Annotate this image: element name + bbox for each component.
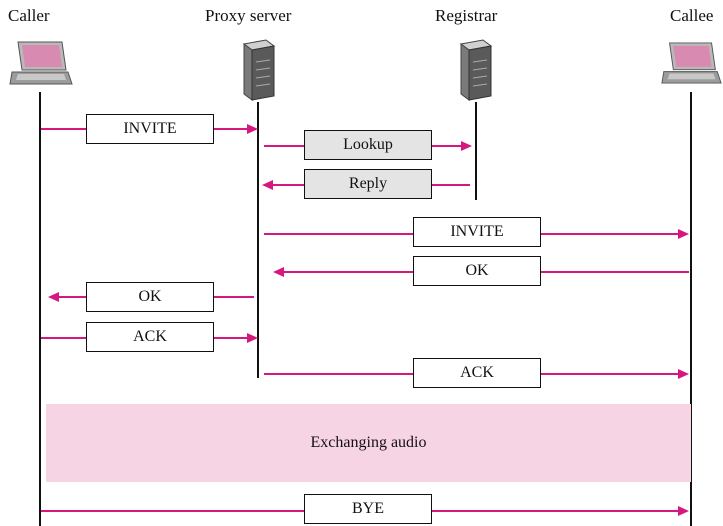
invite-message-box: INVITE	[86, 114, 214, 144]
invite-forward-message-label: INVITE	[450, 223, 504, 240]
audio-exchange-label: Exchanging audio	[310, 434, 427, 451]
invite-message-label: INVITE	[123, 120, 177, 137]
bye-message-box: BYE	[304, 494, 432, 524]
caller-lifeline	[39, 92, 41, 526]
laptop-icon	[661, 42, 722, 84]
reply-message-box: Reply	[304, 169, 432, 199]
callee-lifeline	[690, 92, 692, 526]
lookup-message-box: Lookup	[304, 130, 432, 160]
ack-forward-arrow-segment	[264, 373, 413, 375]
invite-arrow-head	[214, 124, 258, 134]
bye-arrow-head	[432, 506, 689, 516]
lookup-arrow-head	[432, 141, 472, 151]
server-icon	[459, 39, 493, 101]
callee-label: Callee	[670, 6, 714, 25]
registrar-lifeline	[475, 102, 477, 200]
ack-forward-arrow-head	[541, 369, 689, 379]
registrar-label: Registrar	[435, 6, 498, 25]
ok-return-arrow-head	[273, 267, 413, 277]
ok-message-label: OK	[138, 288, 162, 305]
lookup-arrow-segment	[264, 145, 304, 147]
invite-forward-message-box: INVITE	[413, 217, 541, 247]
proxy-lifeline	[257, 102, 259, 378]
ack-message-label: ACK	[133, 328, 167, 345]
ok-message-box: OK	[86, 282, 214, 312]
ack-forward-message-label: ACK	[460, 364, 494, 381]
invite-forward-arrow-segment	[264, 233, 413, 235]
audio-exchange-band: Exchanging audio	[46, 404, 691, 482]
ok-return-message-label: OK	[465, 262, 489, 279]
reply-arrow-head	[262, 180, 304, 190]
invite-forward-arrow-head	[541, 229, 689, 239]
lookup-message-label: Lookup	[343, 136, 393, 153]
server-icon	[242, 39, 276, 101]
ack-arrow-segment	[41, 337, 86, 339]
ok-return-arrow-segment	[541, 271, 689, 273]
caller-label: Caller	[8, 6, 50, 25]
ok-arrow-segment	[214, 296, 254, 298]
ack-forward-message-box: ACK	[413, 358, 541, 388]
ok-return-message-box: OK	[413, 256, 541, 286]
reply-arrow-segment	[432, 184, 470, 186]
ack-arrow-head	[214, 333, 258, 343]
laptop-icon	[9, 41, 73, 85]
bye-message-label: BYE	[352, 500, 384, 517]
proxy-label: Proxy server	[205, 6, 292, 25]
invite-arrow-segment	[41, 128, 86, 130]
ok-arrow-head	[48, 292, 86, 302]
reply-message-label: Reply	[348, 175, 388, 192]
ack-message-box: ACK	[86, 322, 214, 352]
bye-arrow-segment	[41, 510, 304, 512]
